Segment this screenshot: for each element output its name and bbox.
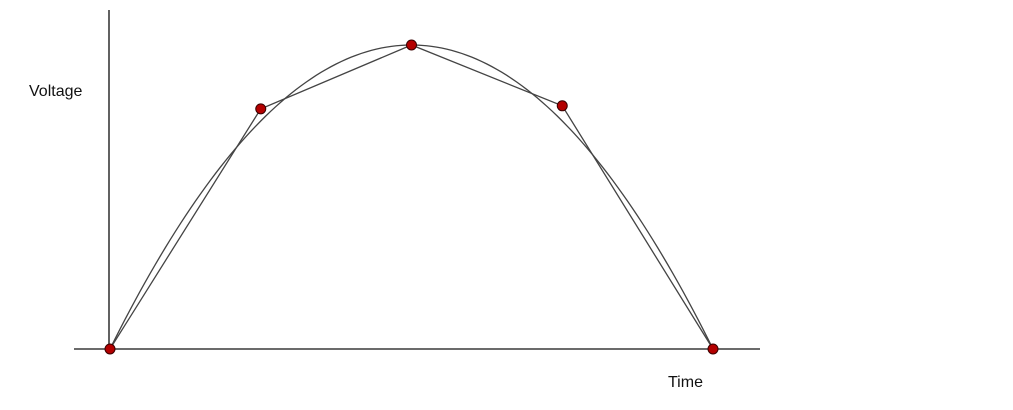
sample-point-5 bbox=[707, 343, 719, 355]
sample-point-3 bbox=[406, 39, 417, 51]
sample-point-4 bbox=[556, 100, 568, 112]
y-axis-label: Voltage bbox=[29, 83, 82, 100]
sample-point-1 bbox=[104, 343, 116, 355]
sample-points bbox=[104, 39, 719, 355]
sample-point-2 bbox=[255, 103, 267, 115]
sample-polyline bbox=[109, 44, 714, 350]
x-axis-label: Time bbox=[668, 374, 703, 391]
voltage-curve bbox=[109, 44, 714, 350]
